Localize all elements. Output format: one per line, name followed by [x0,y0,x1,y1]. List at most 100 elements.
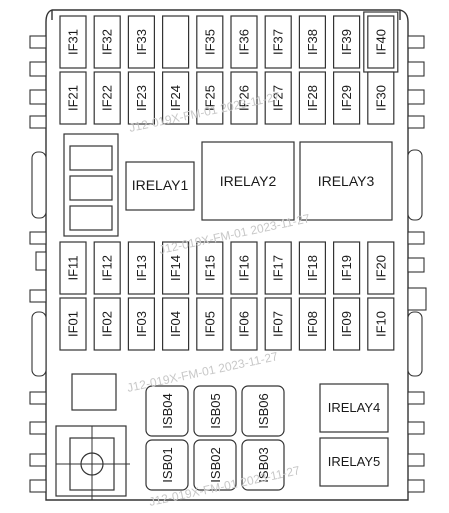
fuse-box-inner-wall [51,10,401,20]
fuse-if31: IF31 [59,15,87,69]
isb06: ISB06 [241,385,285,437]
fuse-if39: IF39 [333,15,361,69]
fuse-label: IF09 [339,311,354,337]
fuse-rows: IF31 IF32 IF33 IF35 IF36 IF37 IF38 IF39 IF40IF21… [59,11,399,351]
isb04-label: ISB04 [160,393,175,428]
mini-fuse-block [63,133,119,237]
fuse-label: IF22 [100,85,115,111]
fuse-label: IF06 [237,311,252,337]
fuse-label: IF23 [134,85,149,111]
fuse-label: IF38 [305,29,320,55]
fuse-if09: IF09 [333,297,361,351]
fuse-if03: IF03 [127,297,155,351]
fuse-if19: IF19 [333,241,361,295]
fuse-label: IF16 [237,255,252,281]
irelay5-label: IRELAY5 [328,454,381,469]
fuse-label: IF03 [134,311,149,337]
isb02-label: ISB02 [208,447,223,482]
fuse-label: IF07 [271,311,286,337]
isb03: ISB03 [241,439,285,491]
left-mounting-tabs [29,35,47,493]
fuse-if32: IF32 [93,15,121,69]
fuse-if06: IF06 [230,297,258,351]
fuse-if02: IF02 [93,297,121,351]
fuse-label: IF19 [339,255,354,281]
fuse-label: IF10 [373,311,388,337]
irelay3: IRELAY3 [299,141,393,221]
irelay4-label: IRELAY4 [328,400,381,415]
fuse-if22: IF22 [93,71,121,125]
fuse-label: IF05 [202,311,217,337]
fuse-label: IF24 [168,85,183,111]
irelay5: IRELAY5 [319,437,389,487]
isb05: ISB05 [193,385,237,437]
fuse-label: IF02 [100,311,115,337]
right-mounting-tabs [407,35,427,493]
fuse-label: IF14 [168,255,183,281]
fuse-label: IF26 [237,85,252,111]
fuse-if18: IF18 [298,241,326,295]
fuse-if04: IF04 [162,297,190,351]
fuse-if16: IF16 [230,241,258,295]
fuse-label: IF36 [237,29,252,55]
fuse-if33: IF33 [127,15,155,69]
irelay2: IRELAY2 [201,141,295,221]
fuse-label: IF40 [373,29,388,55]
blank-slot [71,373,117,411]
fuse-label: IF33 [134,29,149,55]
fuse-label: IF15 [202,255,217,281]
fuse-label: IF13 [134,255,149,281]
fuse-if23: IF23 [127,71,155,125]
fuse-if13: IF13 [127,241,155,295]
fuse-if15: IF15 [196,241,224,295]
fuse-label: IF11 [66,255,81,280]
fuse-if17: IF17 [264,241,292,295]
irelay4: IRELAY4 [319,383,389,433]
fuse-if14: IF14 [162,241,190,295]
fuse-if40: IF40 [363,11,399,73]
fuse-label: IF39 [339,29,354,55]
fuse-if08: IF08 [298,297,326,351]
fuse-label: IF32 [100,29,115,55]
fuse-label: IF28 [305,85,320,111]
fuse-label: IF04 [168,311,183,337]
fuse-label: IF21 [66,85,81,111]
fuse-label: IF01 [66,311,81,337]
fuse-if36: IF36 [230,15,258,69]
fuse-if26: IF26 [230,71,258,125]
isb04: ISB04 [145,385,189,437]
irelay1: IRELAY1 [125,161,195,211]
fuse-empty-slot [162,15,190,69]
isb02: ISB02 [193,439,237,491]
fuse-if30: IF30 [367,71,395,125]
irelay3-label: IRELAY3 [318,173,375,189]
fuse-label: IF29 [339,85,354,111]
fuse-box-housing [45,9,409,501]
fuse-if35: IF35 [196,15,224,69]
isb01-label: ISB01 [160,447,175,482]
irelay1-label: IRELAY1 [132,177,189,193]
fuse-label: IF20 [373,255,388,281]
fuse-label: IF35 [202,29,217,55]
fuse-label: IF30 [373,85,388,111]
fuse-label: IF31 [66,29,81,55]
fuse-if29: IF29 [333,71,361,125]
isb06-label: ISB06 [256,393,271,428]
fuse-if37: IF37 [264,15,292,69]
fuse-if07: IF07 [264,297,292,351]
fuse-label: IF08 [305,311,320,337]
fuse-if28: IF28 [298,71,326,125]
fuse-if38: IF38 [298,15,326,69]
fuse-if01: IF01 [59,297,87,351]
fuse-if21: IF21 [59,71,87,125]
fuse-label: IF18 [305,255,320,281]
fuse-label: IF27 [271,85,286,111]
fuse-if25: IF25 [196,71,224,125]
fuse-label: IF17 [271,255,286,281]
fuse-label: IF37 [271,29,286,55]
fuse-if20: IF20 [367,241,395,295]
fuse-label: IF12 [100,255,115,281]
fuse-if27: IF27 [264,71,292,125]
fuse-if11: IF11 [59,241,87,295]
